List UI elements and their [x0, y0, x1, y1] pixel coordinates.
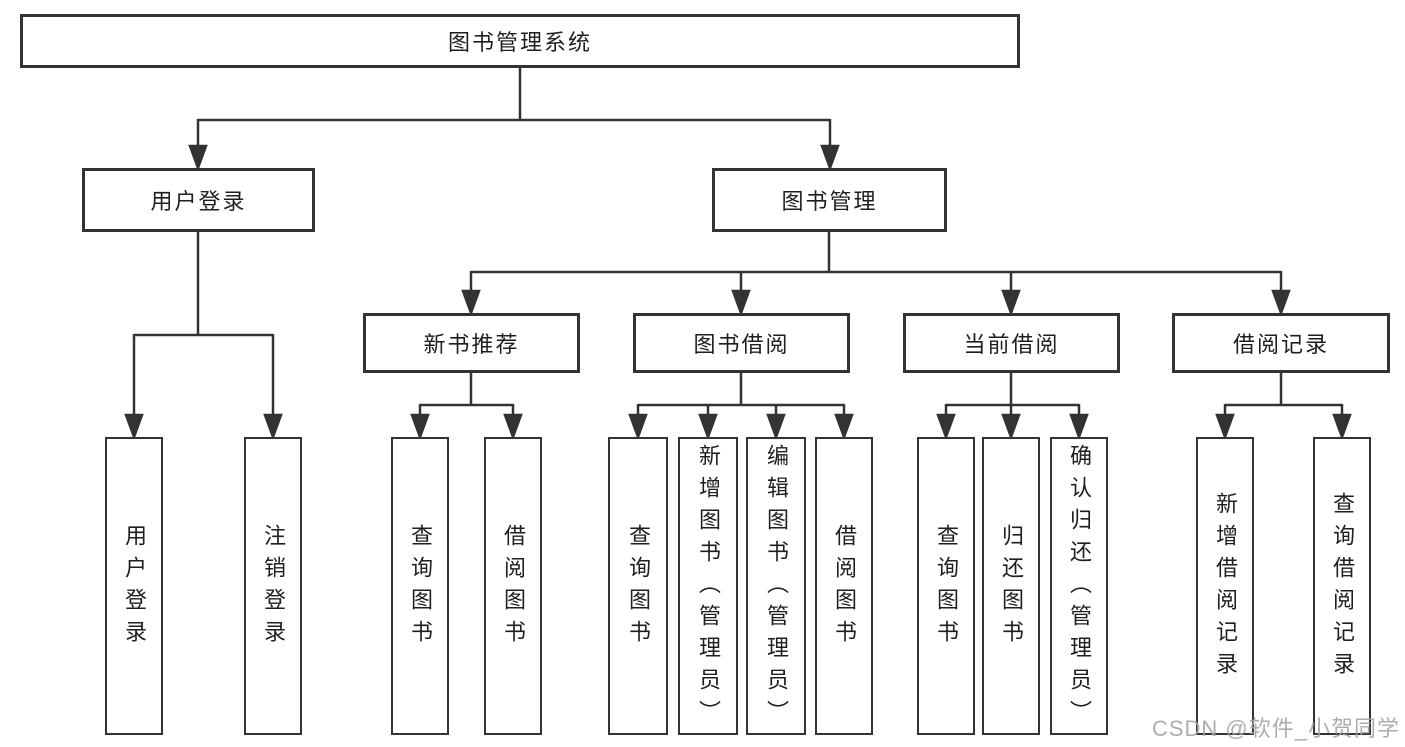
connector-current-children	[936, 373, 1089, 441]
arrow-down-icon	[766, 413, 786, 441]
node-borrowing-records: 借阅记录	[1172, 313, 1390, 373]
connector-management-to-level3	[461, 232, 1291, 317]
arrow-down-icon	[410, 413, 430, 441]
arrow-down-icon	[698, 413, 718, 441]
leaf-edit-book-admin: 编辑图书（管理员）	[746, 437, 806, 735]
node-user-login: 用户登录	[82, 168, 315, 232]
node-book-management: 图书管理	[712, 168, 947, 232]
arrow-down-icon	[1271, 289, 1291, 317]
leaf-add-borrow-record: 新增借阅记录	[1196, 437, 1254, 735]
arrow-down-icon	[461, 289, 481, 317]
leaf-query-borrow-record: 查询借阅记录	[1313, 437, 1371, 735]
arrow-down-icon	[263, 413, 283, 441]
arrow-down-icon	[188, 144, 208, 172]
arrow-down-icon	[503, 413, 523, 441]
arrow-down-icon	[1069, 413, 1089, 441]
arrow-down-icon	[1215, 413, 1235, 441]
connector-newbook-children	[410, 373, 523, 441]
leaf-borrow-books: 借阅图书	[815, 437, 873, 735]
arrow-down-icon	[731, 289, 751, 317]
arrow-down-icon	[628, 413, 648, 441]
arrow-down-icon	[936, 413, 956, 441]
leaf-borrow-books-recommend: 借阅图书	[484, 437, 542, 735]
arrow-down-icon	[124, 413, 144, 441]
node-current-borrowing: 当前借阅	[903, 313, 1120, 373]
node-book-borrowing: 图书借阅	[633, 313, 850, 373]
leaf-add-book-admin: 新增图书（管理员）	[678, 437, 738, 735]
arrow-down-icon	[1001, 413, 1021, 441]
connector-borrowing-children	[628, 373, 854, 441]
connector-root-to-level2	[188, 68, 840, 172]
connector-login-children	[124, 232, 283, 441]
leaf-query-books-current: 查询图书	[917, 437, 975, 735]
leaf-query-books-recommend: 查询图书	[391, 437, 449, 735]
leaf-confirm-return-admin: 确认归还（管理员）	[1050, 437, 1108, 735]
csdn-watermark: CSDN @软件_小贺同学	[1151, 716, 1400, 741]
leaf-logout: 注销登录	[244, 437, 302, 735]
arrow-down-icon	[1332, 413, 1352, 441]
leaf-query-books-borrowing: 查询图书	[608, 437, 668, 735]
arrow-down-icon	[1001, 289, 1021, 317]
connector-records-children	[1215, 373, 1352, 441]
arrow-down-icon	[820, 144, 840, 172]
arrow-down-icon	[834, 413, 854, 441]
node-new-book-recommend: 新书推荐	[363, 313, 580, 373]
leaf-return-book: 归还图书	[982, 437, 1040, 735]
leaf-user-login: 用户登录	[105, 437, 163, 735]
node-root-system: 图书管理系统	[20, 14, 1020, 68]
